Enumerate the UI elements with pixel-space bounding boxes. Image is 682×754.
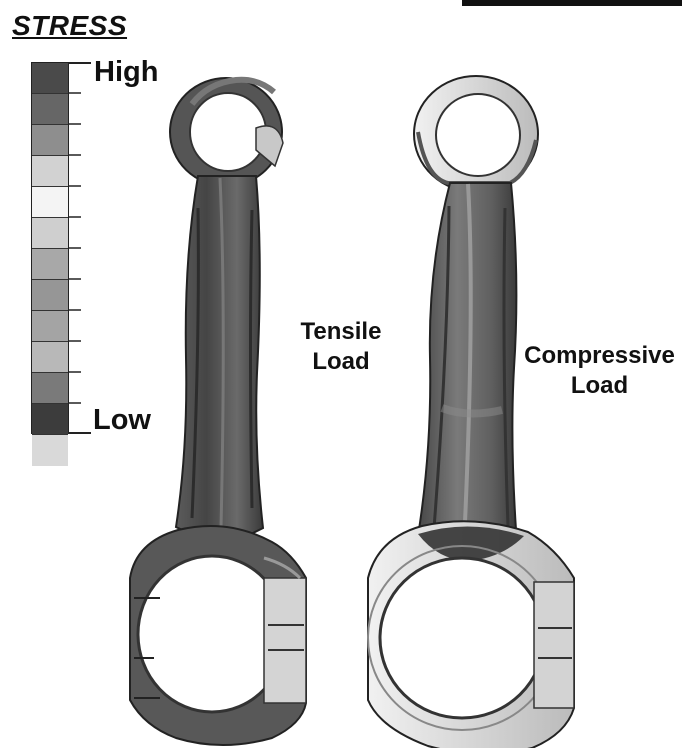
- legend-swatch-2: [32, 94, 68, 125]
- legend-swatch-3: [32, 125, 68, 156]
- small-end-eye: [170, 78, 283, 186]
- legend-swatch-6: [32, 218, 68, 249]
- legend-ticks: [69, 62, 91, 434]
- tensile-load-rod: [118, 58, 328, 748]
- compressive-small-end-eye: [414, 76, 538, 192]
- legend-swatch-8: [32, 280, 68, 311]
- big-end-bearing-housing: [130, 526, 306, 745]
- legend-swatch-13: [32, 435, 68, 466]
- tensile-load-label: Tensile Load: [300, 317, 382, 377]
- legend-swatch-5: [32, 187, 68, 218]
- legend-swatch-9: [32, 311, 68, 342]
- top-scan-bar: [462, 0, 682, 6]
- legend-swatch-12: [32, 404, 68, 435]
- legend-swatch-7: [32, 249, 68, 280]
- stress-title: STRESS: [12, 10, 127, 42]
- compressive-load-label: Compressive Load: [517, 341, 682, 401]
- stress-legend-colorbar: [31, 62, 69, 434]
- legend-swatch-10: [32, 342, 68, 373]
- legend-swatch-1: [32, 63, 68, 94]
- legend-swatch-4: [32, 156, 68, 187]
- compressive-big-end-housing: [368, 521, 574, 748]
- compressive-load-rod: [360, 58, 592, 748]
- legend-swatch-11: [32, 373, 68, 404]
